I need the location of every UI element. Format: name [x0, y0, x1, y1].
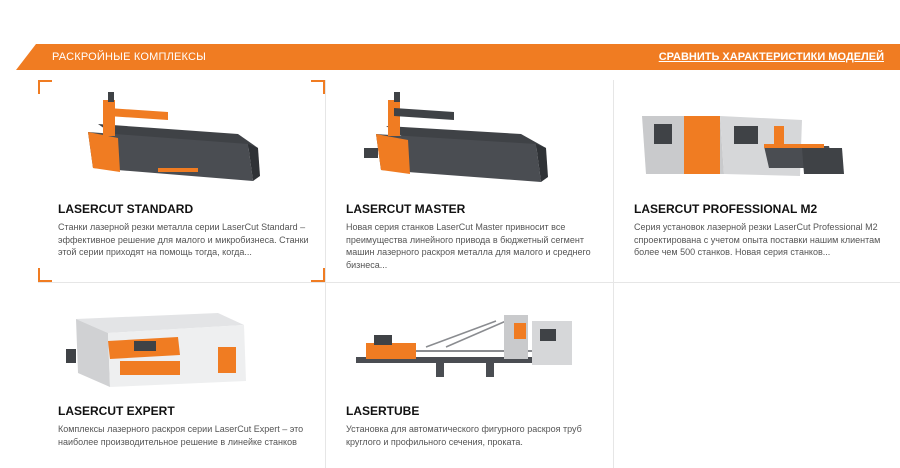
- product-title[interactable]: LASERCUT MASTER: [346, 202, 466, 216]
- product-card-lasercut-professional-m2[interactable]: LASERCUT PROFESSIONAL M2 Серия установок…: [614, 80, 900, 282]
- highlight-corner: [38, 268, 52, 282]
- section-header-bar: РАСКРОЙНЫЕ КОМПЛЕКСЫ СРАВНИТЬ ХАРАКТЕРИС…: [16, 44, 900, 70]
- product-card-lasercut-standard[interactable]: LASERCUT STANDARD Станки лазерной резки …: [38, 80, 325, 282]
- product-title[interactable]: LASERTUBE: [346, 404, 420, 418]
- product-title[interactable]: LASERCUT EXPERT: [58, 404, 175, 418]
- product-card-lasertube[interactable]: LASERTUBE Установка для автоматического …: [326, 283, 613, 468]
- compare-models-link[interactable]: СРАВНИТЬ ХАРАКТЕРИСТИКИ МОДЕЛЕЙ: [658, 51, 884, 63]
- product-description: Новая серия станков LaserCut Master прив…: [346, 222, 591, 270]
- laser-machine-image: [364, 92, 548, 182]
- product-grid: LASERCUT STANDARD Станки лазерной резки …: [38, 80, 900, 468]
- product-title[interactable]: LASERCUT STANDARD: [58, 202, 194, 216]
- section-title: РАСКРОЙНЫЕ КОМПЛЕКСЫ: [52, 51, 207, 63]
- highlight-corner: [311, 268, 325, 282]
- product-card-lasercut-expert[interactable]: LASERCUT EXPERT Комплексы лазерного раск…: [38, 283, 325, 468]
- laser-machine-image: [66, 313, 246, 387]
- product-description: Станки лазерной резки металла серии Lase…: [58, 222, 309, 257]
- laser-machine-image: [642, 116, 844, 176]
- product-card-lasercut-master[interactable]: LASERCUT MASTER Новая серия станков Lase…: [326, 80, 613, 282]
- product-description: Установка для автоматического фигурного …: [346, 424, 582, 447]
- highlight-corner: [311, 80, 325, 94]
- grid-divider: [613, 80, 614, 468]
- product-description: Комплексы лазерного раскроя серии LaserC…: [58, 424, 304, 447]
- highlight-corner: [38, 80, 52, 94]
- grid-divider: [38, 282, 900, 283]
- grid-divider: [325, 80, 326, 468]
- laser-machine-image: [356, 315, 572, 377]
- section-header-background: [16, 44, 900, 70]
- laser-machine-image: [88, 92, 260, 181]
- product-title[interactable]: LASERCUT PROFESSIONAL M2: [634, 202, 818, 216]
- product-description: Серия установок лазерной резки LaserCut …: [634, 222, 881, 257]
